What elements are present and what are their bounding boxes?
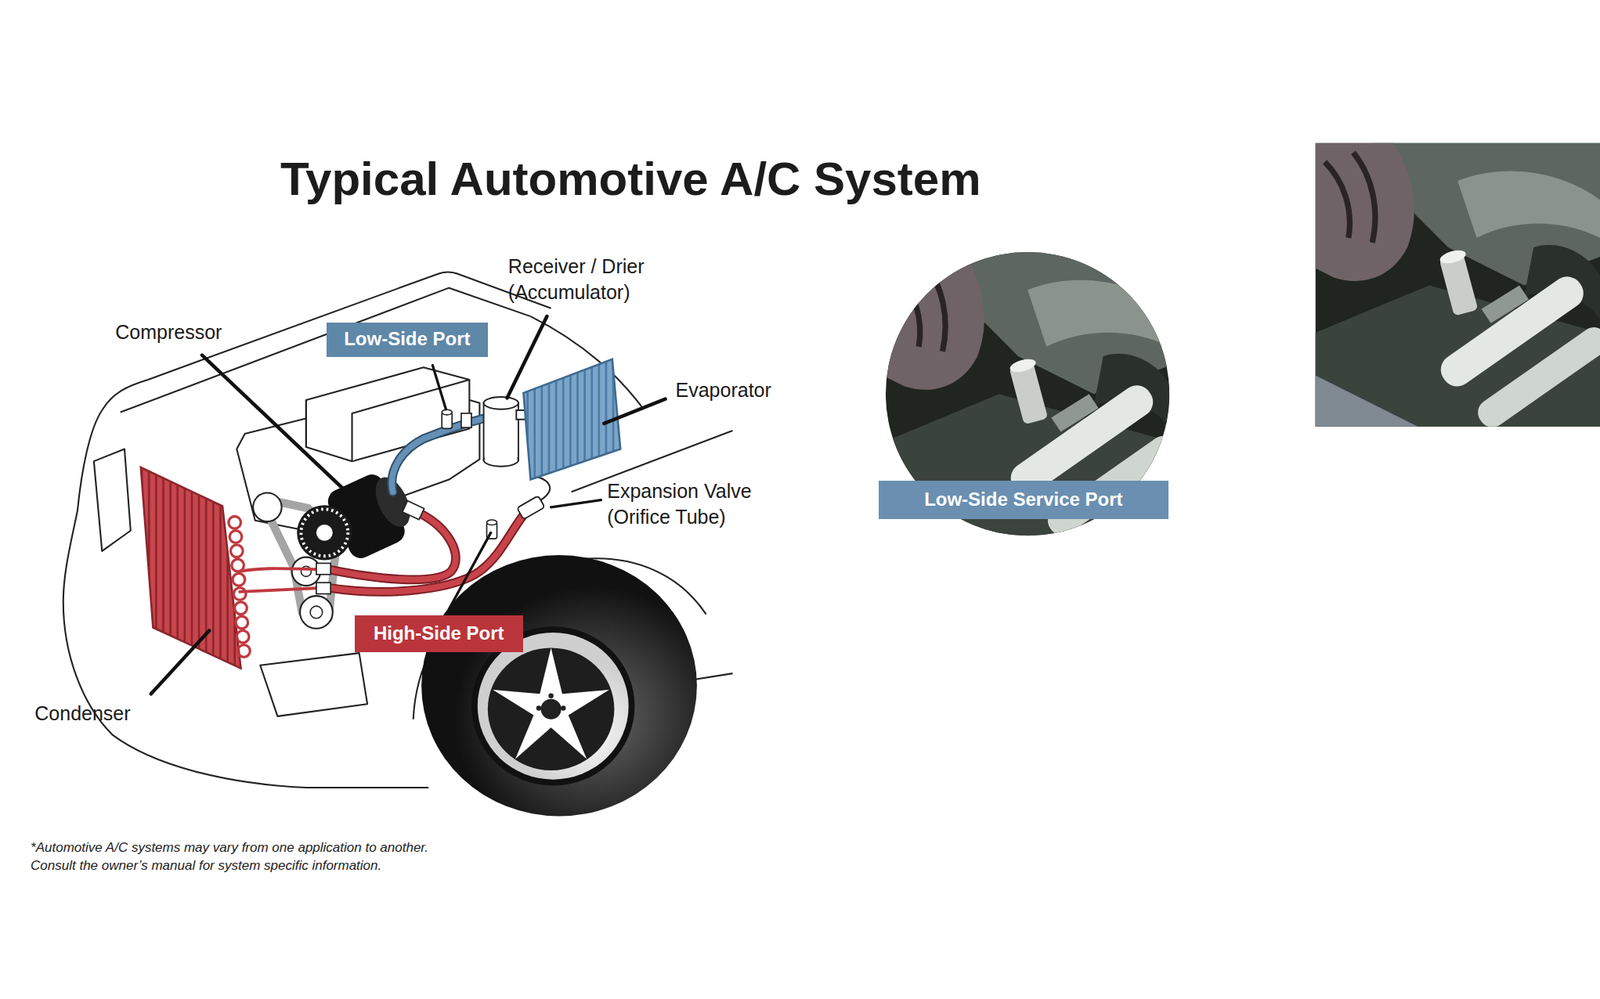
diagram-title: Typical Automotive A/C System	[82, 153, 1179, 206]
caption-band: Low-Side Service Port	[878, 480, 1169, 519]
tag-text: High-Side Port	[373, 622, 505, 646]
compressor	[296, 470, 417, 563]
tag-text: Low-Side Port	[343, 328, 470, 351]
low-side-hose	[391, 409, 484, 492]
condenser	[140, 467, 250, 669]
part-label: Expansion Valve (Orifice Tube)	[606, 478, 780, 530]
car-body	[63, 271, 734, 788]
port-tag: Low-Side Port	[326, 322, 488, 358]
part-label: Compressor	[115, 319, 319, 346]
wheel	[421, 555, 698, 817]
footnote: *Automotive A/C systems may vary from on…	[30, 839, 477, 876]
port-photo-square	[1314, 143, 1600, 427]
expansion-valve	[516, 475, 550, 520]
part-label: Condenser	[34, 700, 239, 727]
part-label: Evaporator	[675, 377, 880, 404]
accumulator	[483, 397, 528, 467]
evaporator	[523, 359, 621, 481]
leader-lines	[151, 316, 666, 694]
tag-text: Low-Side Service Port	[924, 488, 1123, 512]
part-label: Receiver / Drier (Accumulator)	[508, 253, 681, 305]
port-tag: High-Side Port	[354, 615, 524, 653]
